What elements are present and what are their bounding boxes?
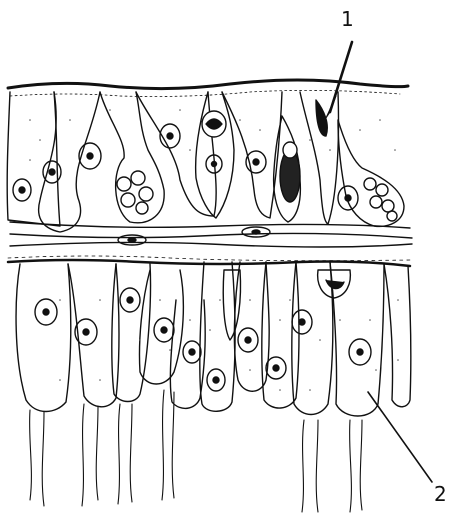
lower-cell-1 — [16, 264, 71, 412]
lower-cell-4-goblet — [139, 270, 183, 384]
upper-cell-1 — [7, 92, 60, 226]
upper-basement-membrane — [10, 222, 410, 228]
lower-cell-13 — [384, 264, 411, 407]
lower-epithelium — [8, 256, 411, 512]
label-1: 1 — [341, 9, 354, 29]
upper-cell-6 — [222, 92, 282, 218]
upper-cell-3-goblet — [100, 92, 164, 223]
leader-line-2 — [368, 392, 432, 482]
upper-free-surface — [8, 80, 408, 89]
upper-cell-4 — [136, 92, 216, 216]
cilia — [30, 390, 362, 512]
label-2: 2 — [434, 484, 447, 504]
upper-epithelium — [7, 80, 412, 247]
